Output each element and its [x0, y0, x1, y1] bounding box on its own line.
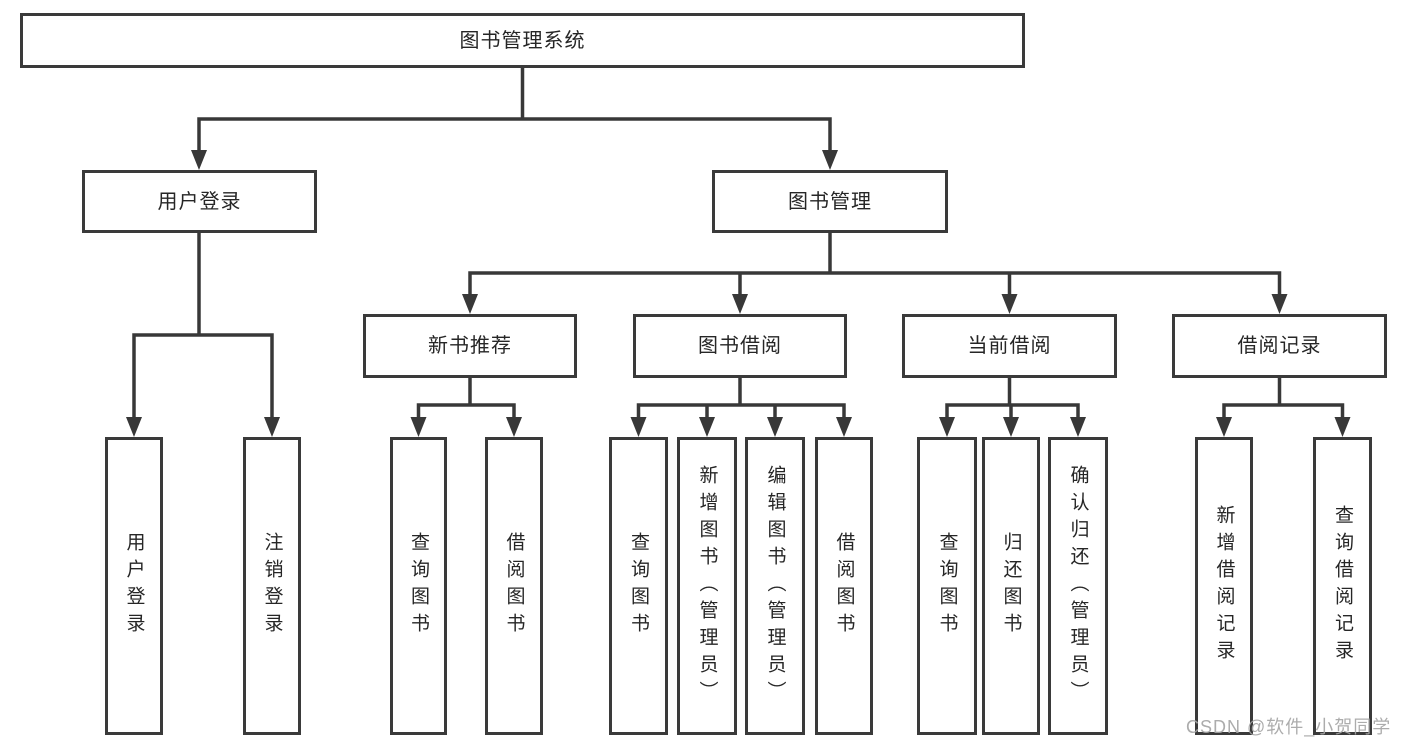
- arrow-down-icon: [1334, 417, 1351, 437]
- arrow-down-icon: [506, 417, 522, 437]
- leaf-user-login: 用户登录: [105, 437, 163, 735]
- arrow-down-icon: [410, 417, 427, 437]
- node-user-login: 用户登录: [82, 170, 317, 233]
- leaf-newbook-query-books: 查询图书: [390, 437, 447, 735]
- arrow-down-icon: [1001, 294, 1018, 314]
- arrow-down-icon: [264, 417, 280, 437]
- node-current-borrowing: 当前借阅: [902, 314, 1117, 378]
- arrow-down-icon: [939, 417, 955, 437]
- arrow-down-icon: [699, 417, 715, 437]
- leaf-newbook-borrow-books: 借阅图书: [485, 437, 543, 735]
- arrow-down-icon: [191, 150, 207, 170]
- arrow-down-icon: [836, 417, 852, 437]
- arrow-down-icon: [126, 417, 142, 437]
- node-book-management: 图书管理: [712, 170, 948, 233]
- node-book-borrowing: 图书借阅: [633, 314, 847, 378]
- node-borrowing-records: 借阅记录: [1172, 314, 1387, 378]
- arrow-down-icon: [462, 294, 478, 314]
- leaf-logout: 注销登录: [243, 437, 301, 735]
- arrow-down-icon: [1216, 417, 1232, 437]
- node-new-book-recommend: 新书推荐: [363, 314, 577, 378]
- leaf-borrowing-add-books-admin: 新增图书（管理员）: [677, 437, 737, 735]
- leaf-records-add-borrow-record: 新增借阅记录: [1195, 437, 1253, 735]
- leaf-borrowing-borrow-books: 借阅图书: [815, 437, 873, 735]
- watermark: CSDN @软件_小贺同学: [1186, 717, 1392, 737]
- leaf-current-return-books: 归还图书: [982, 437, 1040, 735]
- node-library-management-system: 图书管理系统: [20, 13, 1025, 68]
- leaf-current-confirm-return-admin: 确认归还（管理员）: [1048, 437, 1108, 735]
- leaf-records-query-borrow-record: 查询借阅记录: [1313, 437, 1372, 735]
- leaf-borrowing-query-books: 查询图书: [609, 437, 668, 735]
- arrow-down-icon: [630, 417, 647, 437]
- arrow-down-icon: [1271, 294, 1288, 314]
- arrow-down-icon: [732, 294, 748, 314]
- leaf-borrowing-edit-books-admin: 编辑图书（管理员）: [745, 437, 805, 735]
- arrow-down-icon: [1003, 417, 1019, 437]
- leaf-current-query-books: 查询图书: [917, 437, 977, 735]
- arrow-down-icon: [767, 417, 783, 437]
- arrow-down-icon: [1070, 417, 1086, 437]
- arrow-down-icon: [822, 150, 838, 170]
